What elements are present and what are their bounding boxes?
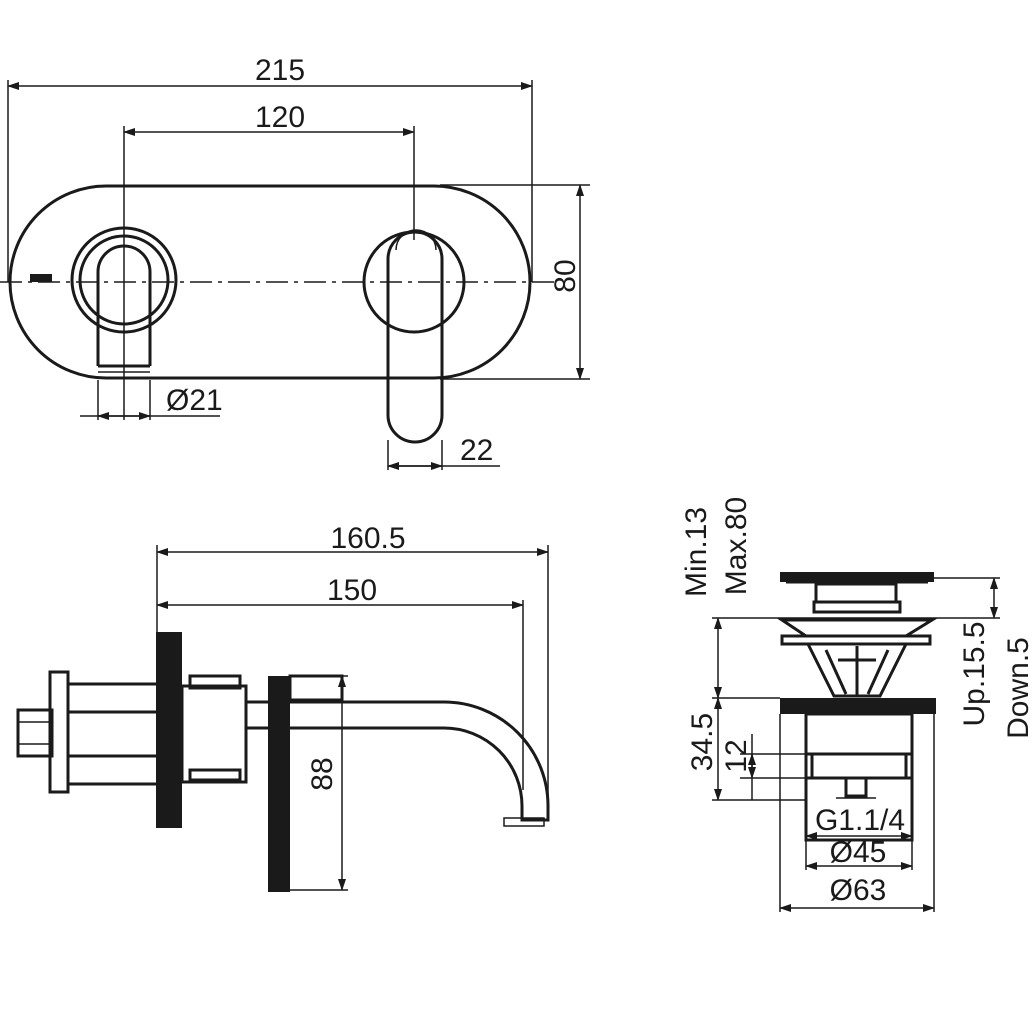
dim-down: Down.5	[1002, 637, 1034, 739]
spout-front	[70, 226, 178, 373]
dim-max: Max.80	[720, 497, 753, 595]
dim-thread-length: 12	[720, 739, 753, 772]
dim-plate-height: 80	[549, 259, 582, 292]
dim-thread: G1.1/4	[815, 804, 905, 837]
dim-up: Up.15.5	[958, 621, 991, 726]
dim-inner-diameter: Ø45	[830, 836, 887, 869]
drain-cap	[777, 572, 938, 646]
drain-cage	[805, 642, 909, 698]
side-view: 160.5 150 88	[16, 522, 550, 892]
spout-side	[244, 700, 550, 827]
dim-side-plate-height: 88	[306, 757, 339, 790]
dim-spout-projection: 150	[327, 574, 377, 607]
dim-overall-width: 215	[255, 54, 305, 87]
dim-cap-diameter: Ø63	[830, 874, 887, 907]
dim-body: 34.5	[686, 713, 719, 771]
dim-handle-width: 22	[460, 434, 493, 467]
wall-plate-side	[268, 676, 290, 892]
dim-total-projection: 160.5	[330, 522, 405, 555]
dim-min: Min.13	[680, 507, 713, 597]
valve-body-side	[16, 632, 248, 828]
drain-body	[780, 698, 936, 842]
front-view: 215 120 80 Ø21 22	[0, 54, 590, 470]
handle-front	[362, 229, 466, 444]
dim-spout-diameter: Ø21	[166, 384, 223, 417]
dim-center-distance: 120	[255, 101, 305, 134]
drain-view: Min.13 Max.80 Up.15.5 Down.5 34.5 12 G1.…	[680, 497, 1034, 912]
